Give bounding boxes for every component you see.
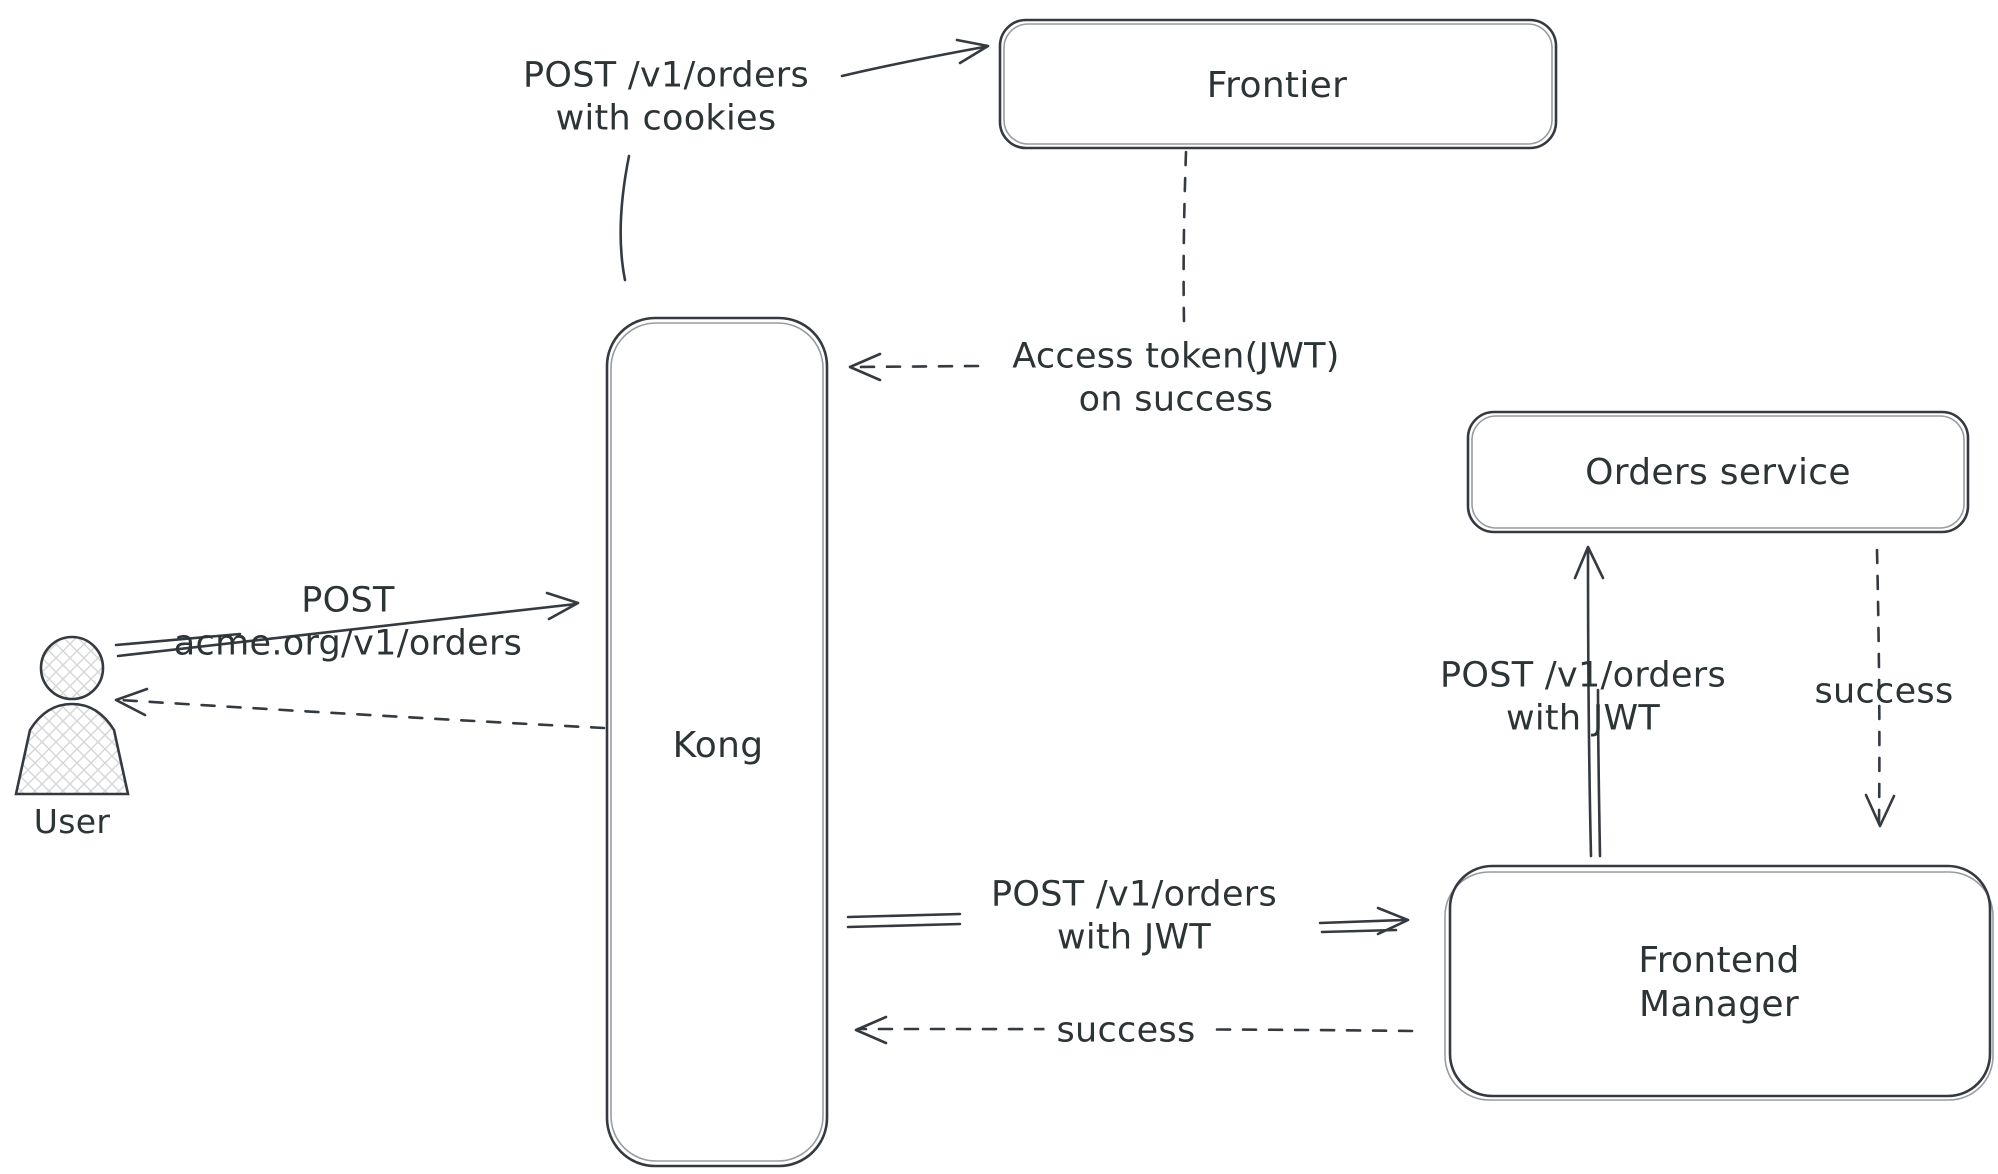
- success-orders-fm-label: success: [1814, 671, 1953, 714]
- arrowhead-user-to-kong: [545, 591, 580, 621]
- dashed-orders-to-fm: [1875, 548, 1881, 824]
- arrow-kong-to-fm-left-b: [846, 922, 962, 929]
- orders-service-label: Orders service: [1585, 451, 1851, 495]
- dashed-token-to-kong: [852, 364, 980, 369]
- frontend-manager-node-sketch: [1444, 871, 1994, 1101]
- arrowhead-orders-to-fm: [1864, 793, 1896, 828]
- user-icon: [14, 635, 130, 796]
- kong-label: Kong: [673, 724, 764, 768]
- frontend-manager-label-line1: Frontend: [1638, 940, 1800, 982]
- arrowhead-to-frontier: [955, 38, 990, 65]
- frontier-node-sketch: [1003, 23, 1553, 145]
- user-label: User: [34, 802, 110, 842]
- arrowhead-kong-to-fm: [1376, 906, 1410, 936]
- arrowhead-fm-to-orders: [1573, 545, 1605, 580]
- frontier-label-text: Frontier: [1206, 65, 1348, 107]
- arrow-kong-to-fm-left-a: [846, 912, 962, 919]
- orders-service-node-sketch: [1471, 415, 1965, 529]
- dashed-kong-to-user: [118, 698, 606, 730]
- arrow-post-cookies-to-frontier: [840, 45, 986, 78]
- kong-node: [605, 316, 829, 1168]
- access-token-label: Access token(JWT) on success: [1012, 335, 1340, 420]
- post-acme-line1: POST: [301, 580, 395, 621]
- success-fm-kong-label: success: [1044, 1007, 1208, 1055]
- frontend-manager-node: [1448, 864, 1992, 1098]
- arrow-kong-to-fm-right-a: [1318, 918, 1406, 925]
- access-token-line2: on success: [1078, 379, 1274, 419]
- orders-service-node: [1466, 410, 1970, 534]
- post-orders-cookies-label: POST /v1/orders with cookies: [523, 54, 809, 139]
- post-orders-jwt-kong-fm-line1: POST /v1/orders: [990, 874, 1278, 915]
- arrow-fm-to-orders-doublestroke: [1596, 688, 1602, 858]
- frontier-node: [998, 18, 1558, 150]
- success-fm-kong-text: success: [1056, 1010, 1196, 1051]
- arrowhead-kong-to-user: [114, 687, 149, 717]
- dashed-frontier-down: [1182, 150, 1188, 324]
- frontend-manager-label-line2: Manager: [1639, 984, 1799, 1025]
- post-orders-jwt-fm-orders-line1: POST /v1/orders: [1439, 655, 1727, 696]
- arrow-user-to-kong-doublestroke: [114, 632, 242, 647]
- post-acme-line2: acme.org/v1/orders: [173, 623, 523, 663]
- post-acme-label: POST acme.org/v1/orders: [174, 579, 522, 664]
- kong-label-text: Kong: [672, 725, 764, 767]
- arrowhead-token-to-kong: [848, 352, 882, 382]
- frontend-manager-label: Frontend Manager: [1638, 939, 1799, 1027]
- access-token-line1: Access token(JWT): [1012, 336, 1340, 377]
- arrow-user-to-kong: [116, 602, 578, 658]
- post-orders-jwt-kong-fm-label: POST /v1/orders with JWT: [991, 873, 1277, 958]
- success-orders-fm-text: success: [1814, 671, 1954, 712]
- post-orders-jwt-fm-orders-label: POST /v1/orders with JWT: [1440, 654, 1726, 739]
- connector-kong-to-cookies-label: [619, 154, 631, 282]
- arrowhead-fm-to-kong: [854, 1015, 888, 1045]
- kong-node-sketch: [610, 322, 824, 1162]
- frontier-label: Frontier: [1207, 64, 1347, 108]
- user-label-text: User: [33, 801, 111, 841]
- post-orders-jwt-fm-orders-line2: with JWT: [1505, 698, 1661, 738]
- orders-service-label-text: Orders service: [1585, 452, 1851, 494]
- post-orders-cookies-line2: with cookies: [555, 98, 777, 138]
- post-orders-jwt-kong-fm-line2: with JWT: [1056, 917, 1212, 957]
- post-orders-cookies-line1: POST /v1/orders: [522, 55, 810, 96]
- arrow-fm-to-orders: [1586, 547, 1593, 858]
